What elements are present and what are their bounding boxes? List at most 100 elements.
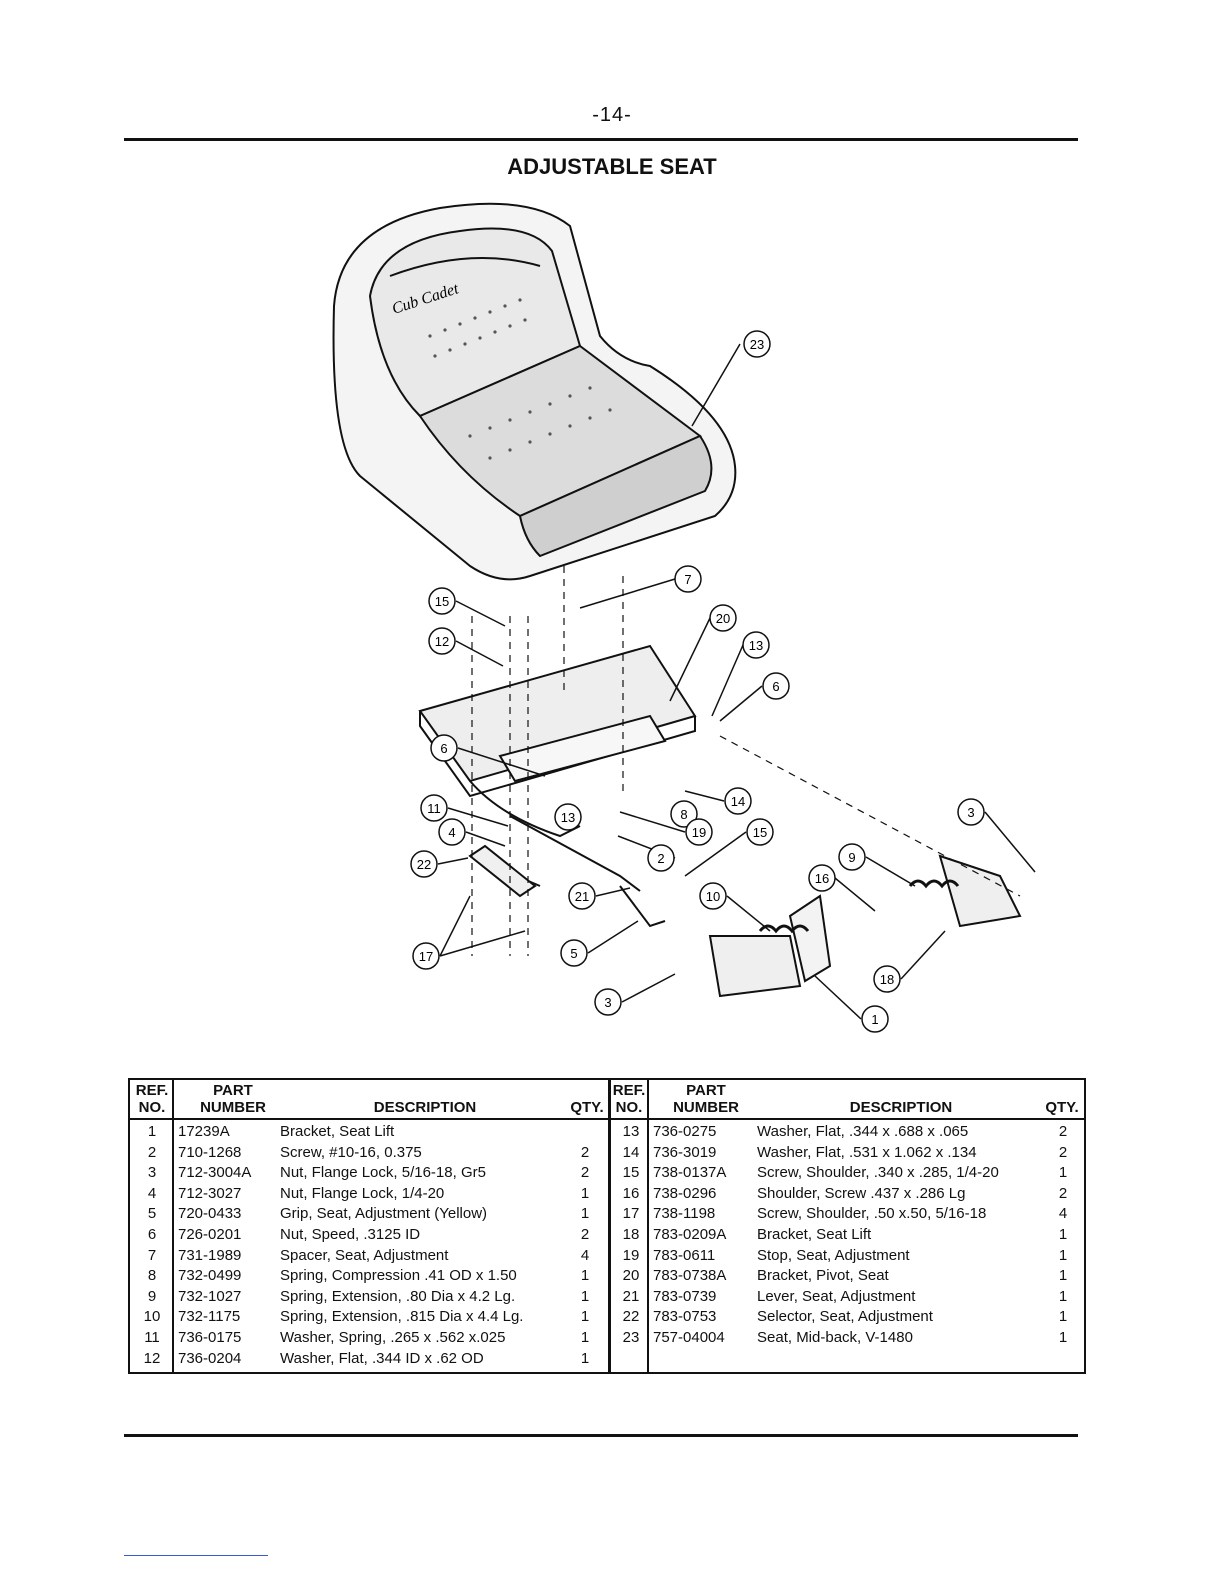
svg-text:22: 22: [417, 857, 431, 872]
callout-19: 19: [619, 811, 713, 846]
part-number-cell: 783-0753: [653, 1308, 717, 1326]
svg-text:17: 17: [419, 949, 433, 964]
description-cell: Nut, Flange Lock, 5/16-18, Gr5: [280, 1164, 486, 1182]
callout-10: 10: [699, 882, 771, 932]
description-cell: Seat, Mid-back, V-1480: [757, 1329, 913, 1346]
diagram-svg: Cub Cadet 2: [332, 202, 1036, 1033]
description-cell: Nut, Flange Lock, 1/4-20: [280, 1184, 445, 1202]
callout-22: 22: [410, 850, 469, 878]
qty-cell: 2: [1058, 1184, 1068, 1202]
column-divider: [172, 1080, 174, 1372]
qty-cell: 4: [580, 1246, 590, 1264]
callout-16: 16: [808, 864, 876, 912]
qty-cell: 1: [1058, 1246, 1068, 1264]
header-divider: [130, 1118, 608, 1120]
qty-cell: 2: [1058, 1123, 1068, 1140]
seat-perforation-pattern: [428, 298, 612, 460]
svg-text:18: 18: [880, 972, 894, 987]
part-number-cell: 783-0738A: [653, 1267, 727, 1285]
qty-cell: 1: [580, 1349, 590, 1367]
svg-text:20: 20: [716, 611, 730, 626]
ref-no-cell: 14: [622, 1143, 640, 1161]
svg-text:3: 3: [604, 995, 611, 1010]
ref-no-cell: 16: [622, 1184, 640, 1202]
description-cell: Washer, Flat, .344 x .688 x .065: [757, 1123, 969, 1140]
svg-text:4: 4: [448, 825, 455, 840]
column-divider: [647, 1080, 649, 1372]
ref-no-cell: 23: [622, 1329, 640, 1346]
part-number-cell: 736-0204: [178, 1349, 242, 1367]
part-number-cell: 720-0433: [178, 1205, 242, 1223]
part-number-cell: 757-04004: [653, 1329, 725, 1346]
ref-no-cell: 21: [622, 1287, 640, 1305]
ref-no-cell: 1: [147, 1123, 157, 1140]
ref-no-cell: 5: [147, 1205, 157, 1223]
callout-1: 1: [814, 975, 889, 1033]
ref-no-cell: 18: [622, 1226, 640, 1243]
ref-no-cell: 22: [622, 1308, 640, 1326]
qty-cell: 4: [1058, 1205, 1068, 1223]
callout-15-top: 15: [428, 587, 506, 627]
part-number-cell: 738-1198: [653, 1205, 716, 1223]
part-number-cell: 726-0201: [178, 1226, 242, 1243]
description-cell: Nut, Speed, .3125 ID: [280, 1226, 421, 1243]
qty-cell: 2: [580, 1164, 590, 1182]
callout-11: 11: [420, 794, 509, 827]
svg-text:15: 15: [435, 594, 449, 609]
qty-cell: 1: [1058, 1287, 1068, 1305]
part-number-cell: 736-3019: [653, 1143, 717, 1161]
callout-20: 20: [669, 604, 737, 702]
svg-text:9: 9: [848, 850, 855, 865]
exploded-parts-diagram: Cub Cadet 2: [320, 196, 1080, 1046]
svg-text:6: 6: [440, 741, 447, 756]
part-number-cell: 738-0296: [653, 1184, 717, 1202]
description-cell: Bracket, Pivot, Seat: [757, 1267, 889, 1285]
ref-no-cell: 3: [147, 1164, 157, 1182]
callout-21: 21: [568, 882, 631, 910]
description-cell: Washer, Flat, .344 ID x .62 OD: [280, 1349, 484, 1367]
callout-2: 2: [617, 835, 676, 872]
part-number-cell: 710-1268: [178, 1143, 242, 1161]
qty-cell: 1: [1058, 1308, 1068, 1326]
ref-no-cell: 15: [622, 1164, 640, 1182]
callout-13-top: 13: [711, 631, 770, 717]
description-cell: Spring, Extension, .815 Dia x 4.4 Lg.: [280, 1308, 524, 1326]
header-description: DESCRIPTION: [373, 1099, 477, 1116]
description-cell: Bracket, Seat Lift: [280, 1123, 395, 1140]
part-number-cell: 732-1027: [178, 1287, 242, 1305]
qty-cell: 1: [1058, 1267, 1068, 1285]
svg-text:16: 16: [815, 871, 829, 886]
callout-17: 17: [412, 895, 526, 970]
part-number-cell: 736-0275: [653, 1123, 717, 1140]
description-cell: Stop, Seat, Adjustment: [757, 1246, 910, 1264]
ref-no-cell: 4: [147, 1184, 157, 1202]
svg-text:14: 14: [731, 794, 745, 809]
seat-illustration: [332, 202, 737, 581]
svg-text:19: 19: [692, 825, 706, 840]
svg-text:11: 11: [427, 801, 441, 816]
part-number-cell: 732-0499: [178, 1267, 242, 1285]
part-number-cell: 712-3027: [178, 1184, 242, 1202]
callout-3-right: 3: [957, 798, 1036, 873]
description-cell: Lever, Seat, Adjustment: [757, 1287, 916, 1305]
svg-text:2: 2: [657, 851, 664, 866]
part-number-cell: 738-0137A: [653, 1164, 727, 1182]
ref-no-cell: 20: [622, 1267, 640, 1285]
header-ref-no: REF.NO.: [612, 1082, 646, 1116]
svg-text:12: 12: [435, 634, 449, 649]
